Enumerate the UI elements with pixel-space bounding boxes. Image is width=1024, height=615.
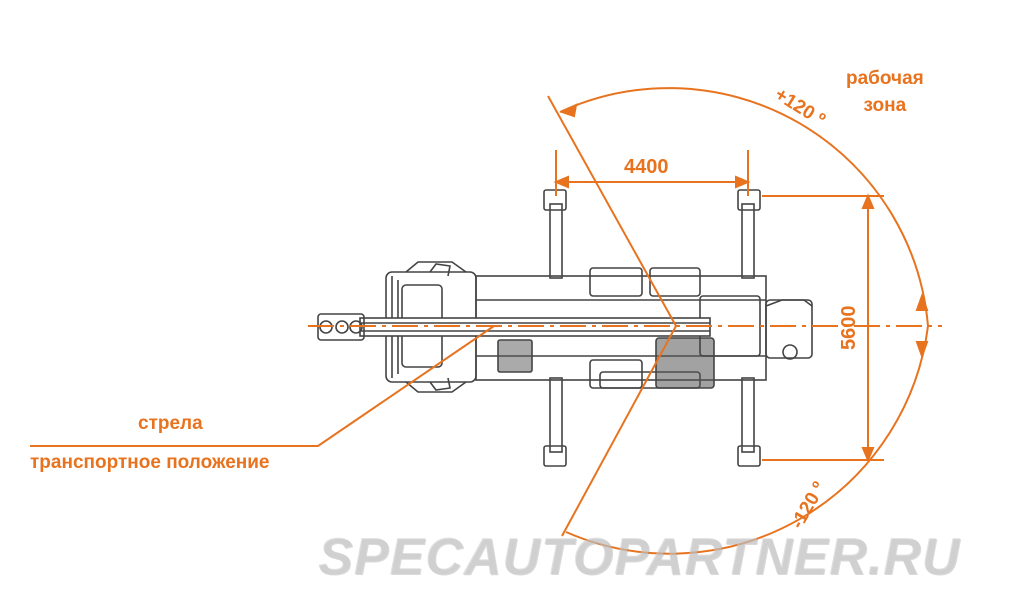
cab-mirror-bottom (429, 377, 451, 391)
length-arrow-bottom (861, 447, 875, 463)
fuel-tank-top2 (649, 267, 701, 297)
boom-leader-line (30, 325, 495, 447)
winch-frame (765, 299, 813, 307)
outrigger-beam-top-right (741, 203, 755, 279)
length-arrow-top (861, 193, 875, 209)
width-dimension-label: 4400 (624, 156, 669, 178)
work-zone-label: рабочая зона (846, 65, 924, 119)
work-zone-arc (559, 87, 930, 555)
outrigger-beam-bottom-right (741, 377, 755, 453)
boom-sheave-2 (335, 320, 349, 334)
hook-ring (782, 344, 798, 360)
fuel-tank-top (589, 267, 643, 297)
winch-housing (765, 299, 813, 359)
cab-roof-bottom (405, 381, 467, 393)
radial-plus-120 (547, 95, 677, 327)
width-arrow-right (735, 175, 751, 189)
hydraulic-unit (497, 339, 533, 373)
annotation-lines (30, 87, 942, 555)
boom-label: стрела (138, 413, 203, 434)
cab-mirror-top (429, 263, 451, 277)
fuel-tank-bottom (589, 359, 643, 389)
radial-minus-120 (561, 325, 677, 537)
work-zone-arrow-bottom (915, 341, 929, 359)
work-zone-arrow-start (559, 103, 578, 118)
outrigger-beam-top-left (549, 203, 563, 279)
work-zone-label-line1: рабочая (846, 68, 924, 89)
cab-roof-top (405, 261, 467, 273)
work-zone-label-line2: зона (863, 95, 907, 116)
outrigger-pad-bottom-right (737, 445, 761, 467)
length-dimension-label: 5600 (838, 305, 860, 351)
width-arrow-left (553, 175, 569, 189)
outrigger-pad-bottom-left (543, 445, 567, 467)
work-zone-arrow-top (915, 293, 929, 311)
transport-position-label: транспортное положение (30, 452, 270, 473)
crane-outline (317, 189, 813, 467)
outrigger-beam-bottom-left (549, 377, 563, 453)
site-watermark: SPECAUTOPARTNER.RU (318, 528, 961, 586)
